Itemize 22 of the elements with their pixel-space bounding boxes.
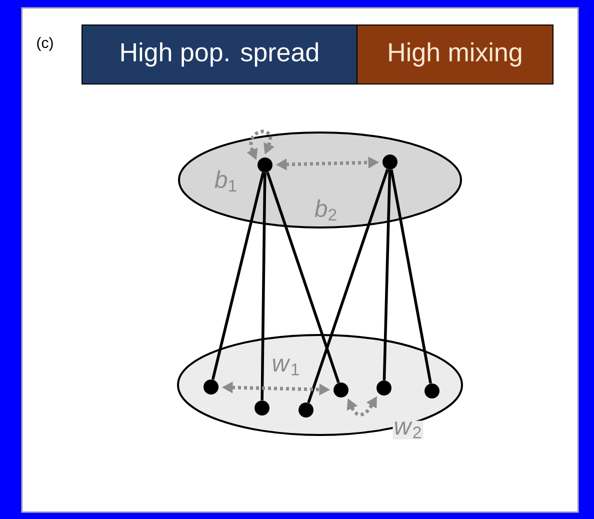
dot — [258, 158, 272, 172]
dot — [254, 400, 270, 416]
panel-label: (c) — [37, 37, 53, 51]
header-bar: High pop. spread — [82, 24, 358, 84]
header-bar: High mixing — [356, 24, 554, 84]
dot — [376, 380, 392, 396]
link-line — [390, 169, 432, 384]
edge-label: w$_{2}$ — [392, 420, 424, 440]
link-line — [211, 172, 265, 380]
dot — [382, 154, 398, 170]
dot — [424, 384, 440, 398]
dot — [298, 402, 314, 418]
link-line — [382, 170, 392, 380]
edge-label: w$_{1}$ — [270, 358, 302, 376]
dot — [334, 382, 348, 398]
link-line — [266, 172, 340, 384]
link-line — [307, 168, 389, 404]
edge-label: b$_{2}$ — [313, 198, 339, 222]
dot — [204, 380, 218, 394]
edge-label: b$_{1}$ — [213, 169, 239, 193]
group-ellipse — [178, 132, 462, 228]
link-line — [260, 172, 266, 400]
